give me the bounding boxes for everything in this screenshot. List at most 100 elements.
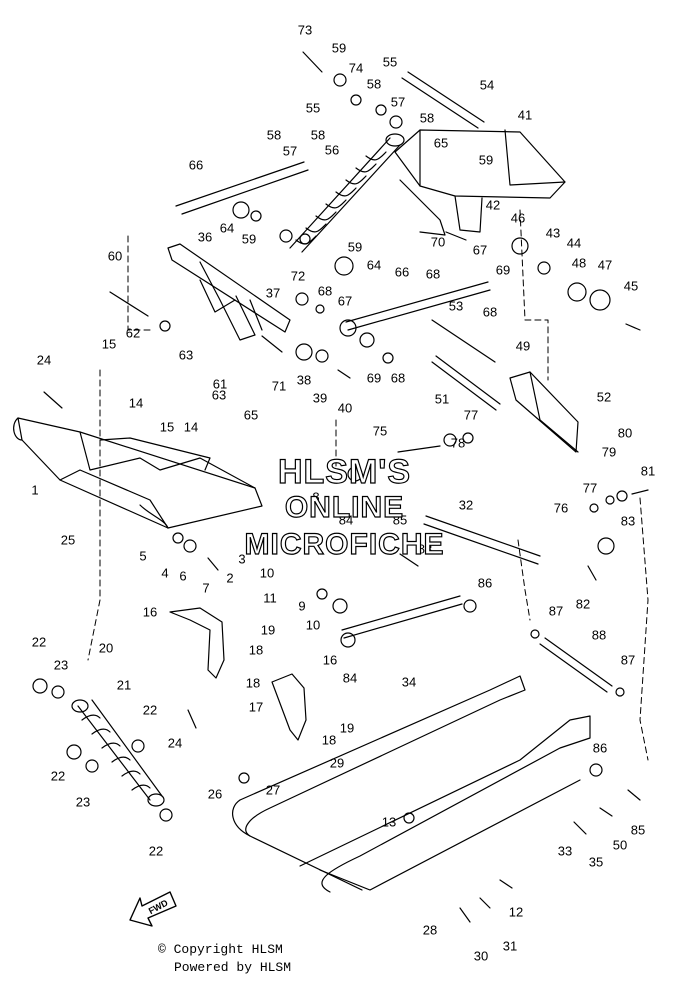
part-callout: 53	[448, 298, 464, 314]
powered-by-text: Powered by HLSM	[174, 960, 292, 975]
part-callout: 56	[324, 142, 340, 158]
part-callout: 63	[178, 347, 194, 363]
part-callout: 80	[617, 425, 633, 441]
part-callout: 83	[620, 513, 636, 529]
part-callout: 73	[297, 22, 313, 38]
part-callout: 13	[381, 814, 397, 830]
part-callout: 87	[620, 652, 636, 668]
part-callout: 1	[31, 482, 39, 498]
part-callout: 55	[382, 54, 398, 70]
rear-bracket	[509, 371, 579, 453]
part-callout: 3	[238, 551, 246, 567]
part-callout: 51	[434, 391, 450, 407]
part-callout: 64	[219, 220, 235, 236]
part-callout: 68	[317, 283, 333, 299]
part-callout: 10	[305, 617, 321, 633]
part-callout: 66	[394, 264, 410, 280]
part-callout: 25	[60, 532, 76, 548]
part-callout: 18	[321, 732, 337, 748]
part-callout: 38	[296, 372, 312, 388]
fwd-label: FWD	[147, 897, 170, 916]
part-callout: 52	[596, 389, 612, 405]
part-callout: 16	[322, 652, 338, 668]
part-callout: 87	[548, 603, 564, 619]
part-callout: 47	[597, 257, 613, 273]
part-callout: 41	[517, 107, 533, 123]
part-callout: 86	[477, 575, 493, 591]
part-callout: 19	[339, 720, 355, 736]
part-callout: 23	[53, 657, 69, 673]
part-callout: 15	[101, 336, 117, 352]
part-callout: 57	[282, 143, 298, 159]
part-callout: 14	[183, 419, 199, 435]
part-callout: 79	[601, 444, 617, 460]
part-callout: 66	[188, 157, 204, 173]
slide-rail-assembly	[232, 675, 591, 893]
part-callout: 86	[592, 740, 608, 756]
part-callout: 68	[390, 370, 406, 386]
part-callout: 58	[419, 110, 435, 126]
part-callout: 76	[553, 500, 569, 516]
part-callout: 82	[575, 596, 591, 612]
rods	[175, 71, 613, 693]
part-callout: 30	[473, 948, 489, 964]
part-callout: 5	[139, 548, 147, 564]
boundary-lines	[87, 209, 649, 761]
rear-shock-absorber	[71, 699, 165, 807]
part-callout: 81	[640, 463, 656, 479]
part-callout: 65	[243, 407, 259, 423]
part-callout: 27	[265, 782, 281, 798]
part-callout: 58	[310, 127, 326, 143]
part-callout: 24	[167, 735, 183, 751]
part-callout: 74	[348, 60, 364, 76]
part-callout: 18	[245, 675, 261, 691]
part-callout: 49	[515, 338, 531, 354]
part-callout: 9	[298, 598, 306, 614]
part-callout: 67	[337, 293, 353, 309]
part-callout: 88	[591, 627, 607, 643]
part-callout: 8	[312, 489, 320, 505]
part-callout: 11	[263, 590, 277, 606]
fwd-arrow-icon	[129, 891, 177, 927]
part-callout: 37	[265, 285, 281, 301]
part-callout: 29	[329, 755, 345, 771]
part-callout: 61	[212, 376, 228, 392]
part-callout: 43	[545, 225, 561, 241]
part-callout: 71	[271, 378, 287, 394]
part-callout: 19	[260, 622, 276, 638]
bolts	[43, 51, 649, 923]
watermark-line-2: ONLINE	[284, 491, 405, 524]
hardware-parts	[32, 73, 628, 824]
part-callout: 35	[588, 854, 604, 870]
part-callout: 77	[582, 480, 598, 496]
link-plate	[169, 607, 307, 741]
part-callout: 18	[248, 642, 264, 658]
front-arm-assembly	[167, 243, 291, 341]
part-callout: 72	[290, 268, 306, 284]
part-callout: 85	[392, 512, 408, 528]
watermark-line-1: HLSM'S	[277, 453, 412, 491]
part-callout: 22	[142, 702, 158, 718]
part-callout: 32	[458, 497, 474, 513]
part-callout: 45	[623, 278, 639, 294]
part-callout: 78	[450, 435, 466, 451]
part-callout: 39	[312, 390, 328, 406]
part-callout: 23	[75, 794, 91, 810]
part-callout: 70	[430, 234, 446, 250]
part-callout: 59	[331, 40, 347, 56]
part-callout: 68	[482, 304, 498, 320]
part-callout: 15	[159, 419, 175, 435]
part-callout: 60	[107, 248, 123, 264]
part-callout: 85	[630, 822, 646, 838]
part-callout: 54	[479, 77, 495, 93]
part-callout: 75	[372, 423, 388, 439]
part-callout: 50	[612, 837, 628, 853]
part-callout: 20	[98, 640, 114, 656]
part-callout: 67	[472, 242, 488, 258]
part-callout: 34	[401, 674, 417, 690]
part-callout: 33	[557, 843, 573, 859]
watermark-line-3: MICROFICHE	[244, 528, 445, 561]
part-callout: 84	[342, 670, 358, 686]
